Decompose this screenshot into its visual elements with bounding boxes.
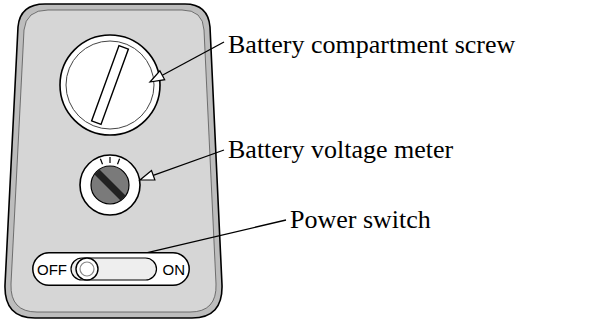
switch-on-mark: ON xyxy=(163,262,186,277)
device-face xyxy=(11,10,216,312)
part-label: Power switch xyxy=(290,206,431,235)
device-housing xyxy=(5,4,222,318)
battery-screw xyxy=(60,35,160,135)
part-label: Battery voltage meter xyxy=(228,136,453,165)
switch-slot: OFF ON xyxy=(32,252,190,286)
switch-off-mark: OFF xyxy=(37,262,67,277)
part-label: Battery compartment screw xyxy=(228,31,515,60)
voltage-meter xyxy=(80,155,140,215)
